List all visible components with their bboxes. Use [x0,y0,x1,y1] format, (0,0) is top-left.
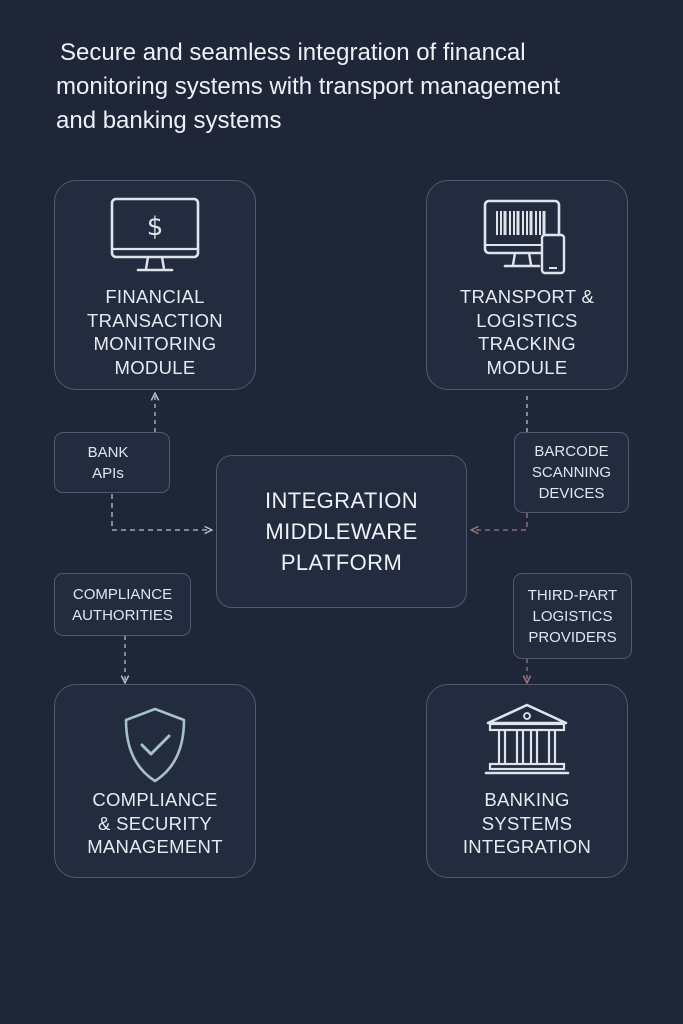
connector-barcode-to-middleware [472,513,528,530]
center-line: INTEGRATION [264,488,419,513]
label-line: TRANSACTION [87,309,223,331]
financial-module-label: FINANCIAL TRANSACTION MONITORING MODULE [55,285,255,379]
tag-line: SCANNING [531,464,612,481]
integration-middleware-box: INTEGRATION MIDDLEWARE PLATFORM [216,455,467,608]
transport-module-box: TRANSPORT & LOGISTICS TRACKING MODULE [426,180,628,390]
tag-line: BARCODE [534,443,609,460]
label-line: MODULE [486,356,568,378]
center-line: MIDDLEWARE [265,519,418,544]
transport-module-label: TRANSPORT & LOGISTICS TRACKING MODULE [427,285,627,379]
label-line: LOGISTICS [476,309,578,331]
tag-line: COMPLIANCE [72,585,173,603]
label-line: & SECURITY [97,812,213,834]
third-party-logistics-tag: THIRD-PART LOGISTICS PROVIDERS [513,573,632,659]
label-line: TRACKING [478,333,576,354]
compliance-module-box: COMPLIANCE & SECURITY MANAGEMENT [54,684,256,878]
financial-module-box: $ FINANCIAL TRANSACTION MONITORING MODUL… [54,180,256,390]
tag-line: LOGISTICS [532,607,613,625]
label-line: COMPLIANCE [92,789,218,810]
banking-module-label: BANKING SYSTEMS INTEGRATION [427,788,627,859]
monitor-dollar-icon: $ [110,197,200,272]
tag-line: AUTHORITIES [72,606,173,624]
barcode-scanning-tag: BARCODE SCANNING DEVICES [514,432,629,513]
label-line: INTEGRATION [462,836,592,857]
svg-text:$: $ [147,212,164,242]
banking-module-box: BANKING SYSTEMS INTEGRATION [426,684,628,878]
tag-line: APIs [92,464,124,482]
bank-apis-tag: BANK APIs [54,432,170,493]
label-line: TRANSPORT & [459,286,595,307]
label-line: BANKING [484,789,570,810]
bank-building-icon [484,703,570,775]
label-line: FINANCIAL [105,286,205,307]
tag-line: THIRD-PART [527,586,618,604]
compliance-module-label: COMPLIANCE & SECURITY MANAGEMENT [55,788,255,859]
tag-line: DEVICES [538,485,605,502]
tag-line: PROVIDERS [528,628,617,646]
label-line: MODULE [114,356,196,378]
tag-line: BANK [87,443,129,461]
connector-bankapis-to-middleware [111,494,211,530]
label-line: MONITORING [93,333,217,354]
title-line: Secure and seamless integration of finan… [60,39,526,66]
barcode-monitor-phone-icon [483,199,566,275]
shield-check-icon [124,707,186,783]
title-line: monitoring systems with transport manage… [56,73,561,100]
label-line: SYSTEMS [481,812,573,834]
center-line: PLATFORM [280,550,403,575]
diagram-title: Secure and seamless integration of finan… [56,36,666,138]
title-line: and banking systems [56,107,282,134]
compliance-authorities-tag: COMPLIANCE AUTHORITIES [54,573,191,636]
label-line: MANAGEMENT [87,836,223,857]
